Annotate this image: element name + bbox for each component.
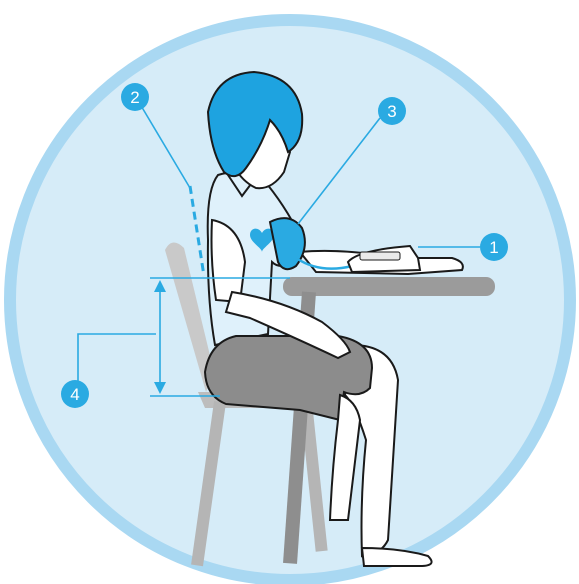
marker-1: 1 xyxy=(480,233,508,261)
marker-4: 4 xyxy=(61,380,89,408)
marker-3: 3 xyxy=(378,97,406,125)
svg-text:4: 4 xyxy=(70,385,79,404)
marker-2: 2 xyxy=(121,83,149,111)
svg-text:3: 3 xyxy=(387,102,396,121)
svg-text:2: 2 xyxy=(130,88,139,107)
svg-text:1: 1 xyxy=(489,238,498,257)
